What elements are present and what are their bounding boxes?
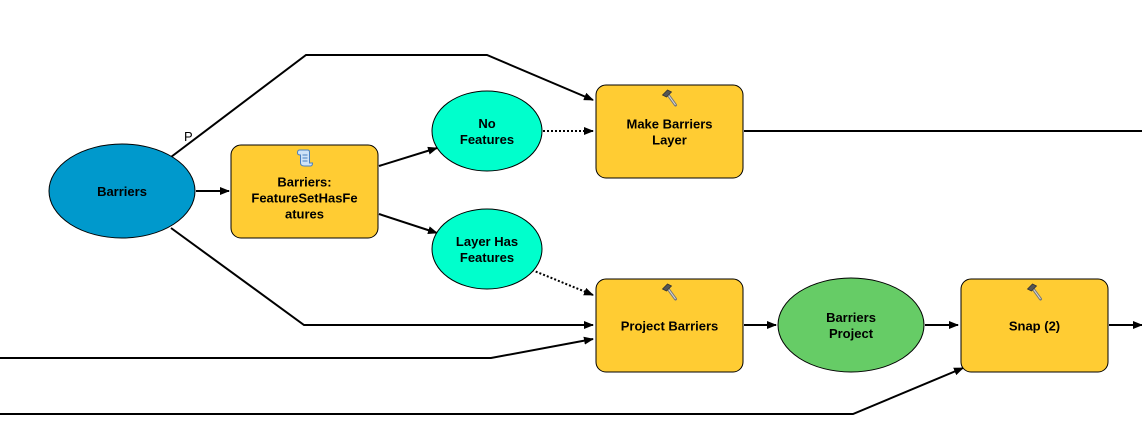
tool-shape[interactable] [595,278,744,373]
node-label: Barriers [97,184,147,199]
node-label: Layer [652,133,687,148]
node-barriers[interactable]: Barriers [48,143,196,239]
node-label: Make Barriers [627,117,713,132]
condition-variable-shape[interactable] [431,90,543,172]
input-variable-shape[interactable] [48,143,196,239]
hammer-icon [661,89,677,107]
node-label: Features [460,250,514,265]
node-label: Project Barriers [621,319,719,334]
tool-shape[interactable] [230,144,379,239]
node-label: No [478,116,495,131]
node-snap-2[interactable]: Snap (2) [960,278,1109,373]
node-label: Snap (2) [1009,319,1060,334]
connector-barriers-to-make-barriers-layer[interactable] [170,54,594,158]
connector-label: P [184,129,193,144]
node-label: Features [460,132,514,147]
tool-shape[interactable] [960,278,1109,373]
derived-data-shape[interactable] [777,277,925,373]
connector-barriers-to-project-barriers[interactable] [170,227,594,329]
connector-offscreen-left-to-project-barriers[interactable] [0,336,594,359]
hammer-icon [1026,283,1042,301]
node-project-barriers[interactable]: Project Barriers [595,278,744,373]
node-label: Layer Has [456,234,518,249]
edges: P [0,54,1142,415]
script-scroll-icon [296,149,314,167]
connector-featuresethasfeatures-to-no-features[interactable] [378,146,438,167]
node-label: Project [829,326,874,341]
node-label: FeatureSetHasFe [251,191,357,206]
hammer-icon [661,283,677,301]
condition-variable-shape[interactable] [431,208,543,290]
connector-layer-has-features-to-project-barriers[interactable] [531,269,594,296]
connector-featuresethasfeatures-to-layer-has-features[interactable] [378,213,438,234]
node-label: atures [285,207,324,222]
connector-offscreen-left-to-snap-2[interactable] [0,367,964,415]
node-label: Barriers [826,310,876,325]
node-label: Barriers: [277,175,331,190]
tool-shape[interactable] [595,84,744,179]
